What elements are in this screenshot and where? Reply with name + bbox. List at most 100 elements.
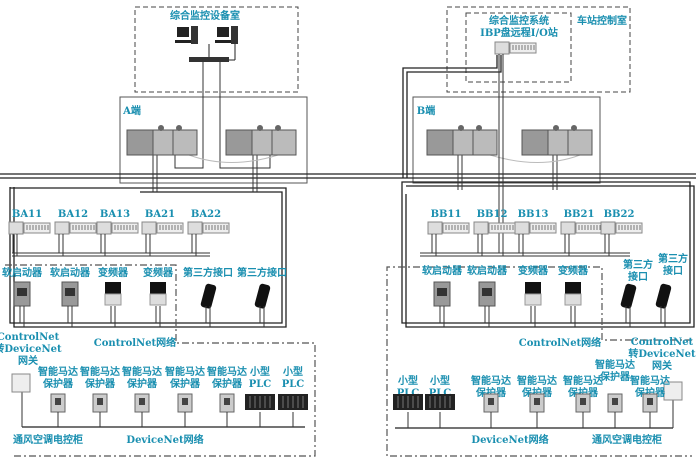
ibp-label-2: IBP盘远程I/O站 [480, 26, 558, 39]
soft-starter-icon [13, 281, 31, 327]
device-label: 软启动器 [2, 266, 43, 279]
devicenet-device-label: PLC [397, 388, 420, 399]
small-plc-icon [278, 394, 308, 427]
device-label: 软启动器 [467, 264, 508, 277]
main-controlnet-bus [0, 55, 696, 328]
devicenet-device-label: 小型 [429, 374, 450, 387]
third-party-label: 第三方 [658, 252, 688, 265]
io-module-label: BA11 [12, 209, 42, 220]
cabinet-label: 通风空调电控柜 [592, 433, 662, 446]
motor-protector-icon [134, 393, 150, 427]
third-party-interface-icon [254, 283, 271, 327]
motor-protector-icon [219, 393, 235, 427]
io-module-icon [96, 221, 139, 256]
io-module-label: BB21 [564, 209, 595, 220]
third-party-interface-icon [620, 283, 637, 327]
station-room-label: 车站控制室 [577, 14, 627, 27]
controlnet-label: ControlNet网络 [519, 336, 601, 349]
devicenet-device-label: PLC [282, 379, 305, 390]
soft-starter-icon [433, 281, 451, 327]
monitor-room-box [134, 6, 299, 93]
network-switch-icon [189, 57, 229, 62]
devicenet-device-label: PLC [249, 379, 272, 390]
soft-starter-icon [478, 281, 496, 327]
gateway-label: ControlNet [0, 332, 60, 343]
device-label: 第三方接口 [237, 266, 287, 279]
motor-protector-icon [483, 393, 499, 428]
b-end-box [412, 96, 601, 184]
vfd-icon [149, 282, 167, 327]
io-module-icon [54, 221, 97, 256]
small-plc-icon [393, 394, 423, 428]
devicenet-device-label: 智能马达 [595, 358, 635, 371]
devicenet-device-label: 保护器 [475, 386, 507, 399]
io-module-icon [187, 221, 230, 256]
devicenet-device-label: 智能马达 [165, 365, 205, 378]
controlnet-label: ControlNet网络 [94, 336, 176, 349]
io-module-label: BB22 [604, 209, 635, 220]
pc-2-icon [215, 26, 238, 44]
vfd-icon [564, 282, 582, 327]
devicenet-device-label: 智能马达 [517, 374, 557, 387]
station-room-box [446, 6, 631, 93]
device-label: 变频器 [98, 266, 129, 279]
devicenet-label: DeviceNet网络 [471, 433, 548, 446]
gateway-label: 转DeviceNet [0, 342, 62, 355]
right-gateway-icon [663, 381, 683, 401]
a-end-box [119, 96, 308, 184]
io-module-label: BB11 [431, 209, 462, 220]
b-end-label: B端 [417, 104, 435, 117]
gateway-label: 网关 [652, 359, 672, 372]
io-module-icon [141, 221, 184, 256]
vfd-icon [524, 282, 542, 327]
motor-protector-icon [642, 393, 658, 428]
io-module-label: BA21 [145, 209, 175, 220]
a-plc-rack-2 [225, 125, 297, 156]
devicenet-device-label: 智能马达 [207, 365, 247, 378]
motor-protector-icon [529, 393, 545, 428]
devicenet-device-label: 保护器 [126, 377, 158, 390]
devicenet-device-label: 保护器 [211, 377, 243, 390]
io-module-icon [473, 221, 516, 256]
third-party-label: 接口 [663, 264, 683, 277]
b-plc-rack-1 [426, 125, 498, 156]
gateway-label: ControlNet [631, 337, 694, 348]
io-module-label: BB12 [477, 209, 508, 220]
vfd-icon [104, 282, 122, 327]
cabinet-label: 通风空调电控柜 [13, 433, 83, 446]
devicenet-device-label: 智能马达 [38, 365, 78, 378]
third-party-label: 接口 [628, 270, 648, 283]
device-label: 第三方接口 [183, 266, 233, 279]
monitor-room-label: 综合监控设备室 [170, 9, 240, 22]
a-plc-rack-1 [126, 125, 198, 156]
devicenet-device-label: 智能马达 [563, 374, 603, 387]
devicenet-device-label: 保护器 [599, 370, 631, 383]
devicenet-device-label: 保护器 [567, 386, 599, 399]
devicenet-device-label: 保护器 [169, 377, 201, 390]
devicenet-device-label: 智能马达 [80, 365, 120, 378]
devicenet-device-label: 小型 [249, 365, 270, 378]
right-cabinet-region [386, 266, 692, 457]
motor-protector-icon [50, 393, 66, 427]
a-end-label: A端 [122, 104, 141, 117]
io-module-icon [514, 221, 557, 256]
device-label: 软启动器 [422, 264, 463, 277]
devicenet-label: DeviceNet网络 [126, 433, 203, 446]
device-label: 变频器 [143, 266, 174, 279]
ibp-io-module [494, 41, 537, 256]
device-label: 软启动器 [50, 266, 91, 279]
io-module-icon [560, 221, 603, 256]
devicenet-device-label: 保护器 [84, 377, 116, 390]
devicenet-device-label: 保护器 [42, 377, 74, 390]
small-plc-icon [245, 394, 275, 427]
left-gateway-icon [11, 373, 31, 393]
device-label: 变频器 [558, 264, 589, 277]
devicenet-device-label: 智能马达 [630, 374, 670, 387]
motor-protector-icon [575, 393, 591, 428]
gateway-label: 转DeviceNet [628, 347, 696, 360]
motor-protector-icon [92, 393, 108, 427]
io-module-label: BA13 [100, 209, 130, 220]
third-party-label: 第三方 [623, 258, 653, 271]
io-module-label: BA12 [58, 209, 88, 220]
devicenet-device-label: 智能马达 [122, 365, 162, 378]
